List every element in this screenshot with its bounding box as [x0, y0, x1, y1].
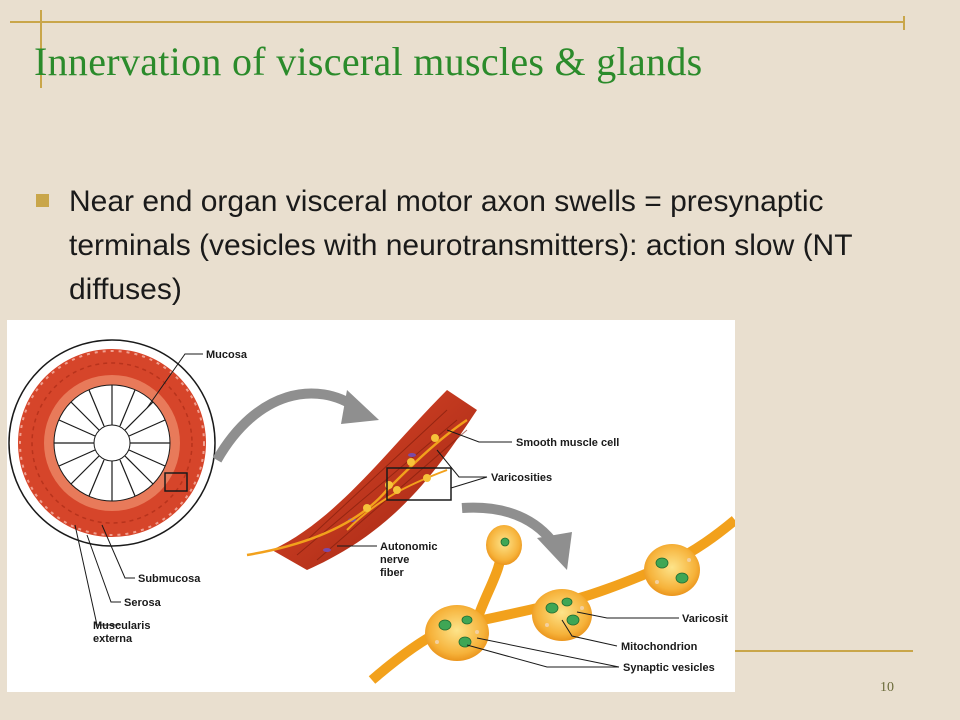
left-rule: [40, 10, 42, 88]
label-mitochondrion: Mitochondrion: [621, 641, 698, 653]
arrowhead-shape: [537, 532, 572, 570]
label-autonomic-line1: Autonomic: [380, 541, 437, 553]
magnified-varicosities: [368, 516, 735, 684]
label-varicosities: Varicosities: [491, 472, 552, 484]
page-number: 10: [880, 680, 894, 695]
label-varicosity: Varicosit: [682, 613, 728, 625]
slide-title: Innervation of visceral muscles & glands: [34, 39, 703, 84]
gut-cross-section: [8, 339, 216, 547]
leader-lines: [74, 353, 679, 668]
label-smooth-muscle-cell: Smooth muscle cell: [516, 437, 619, 449]
square-bullet-icon: [36, 194, 49, 207]
bullet-item: Near end organ visceral motor axon swell…: [36, 180, 896, 312]
label-mucosa: Mucosa: [206, 349, 248, 361]
label-autonomic-line3: fiber: [380, 567, 405, 579]
innervation-figure: Mucosa Submucosa Serosa Muscularis exter…: [7, 320, 735, 692]
bullet-text: Near end organ visceral motor axon swell…: [69, 185, 853, 306]
top-rule: [10, 21, 903, 23]
bottom-rule: [735, 650, 913, 652]
arrow-shape: [212, 388, 360, 463]
autonomic-nerve-fiber: [246, 418, 468, 557]
label-autonomic-line2: nerve: [380, 554, 409, 566]
label-muscularis-line2: externa: [93, 633, 133, 645]
right-rule: [903, 16, 905, 30]
label-muscularis-line1: Muscularis: [93, 620, 150, 632]
label-serosa: Serosa: [124, 597, 162, 609]
arrowhead-shape: [341, 390, 379, 424]
innervation-diagram: Mucosa Submucosa Serosa Muscularis exter…: [8, 339, 735, 684]
label-synaptic-vesicles: Synaptic vesicles: [623, 662, 715, 674]
label-submucosa: Submucosa: [138, 573, 201, 585]
